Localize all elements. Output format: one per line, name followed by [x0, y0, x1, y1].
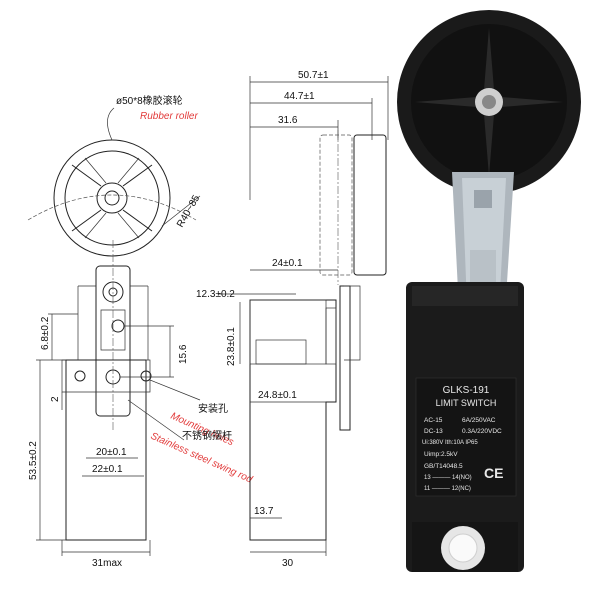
- photo-terminals-no: 13 ——— 14(NO): [424, 475, 472, 481]
- dim-24-8: 24.8±0.1: [258, 390, 297, 401]
- photo-row2-a: DC-13: [424, 428, 443, 435]
- dim-31max: 31max: [92, 558, 122, 569]
- dim-13-7: 13.7: [254, 506, 274, 517]
- front-view: R40~85 ø50*8橡胶滚轮 Rubber roller 53.5±0.2 …: [27, 94, 254, 569]
- dim-31-6: 31.6: [278, 115, 298, 126]
- side-view: 50.7±1 44.7±1 31.6 24±0.1 12.3±0.2 23.8±…: [196, 70, 389, 569]
- roller-leader: [107, 107, 115, 141]
- photo-row4: Uimp:2.5kV: [424, 451, 458, 458]
- radius-arc: [27, 194, 197, 221]
- dim-2: 2: [50, 396, 61, 402]
- mounting-label-cn: 安装孔: [198, 402, 228, 415]
- photo-row2-b: 0.3A/220VDC: [462, 428, 502, 435]
- roller-label-en: Rubber roller: [140, 111, 198, 122]
- roller-side-alt: [319, 134, 353, 276]
- roller-label-cn: ø50*8橡胶滚轮: [116, 94, 183, 107]
- dim-50-7: 50.7±1: [298, 70, 329, 81]
- photo-row1-b: 6A/250VAC: [462, 417, 496, 424]
- rod-label-cn: 不锈钢摆杆: [182, 429, 232, 442]
- switch-housing: [65, 359, 147, 541]
- roller-side: [353, 134, 387, 276]
- photo-model: GLKS-191: [443, 385, 490, 396]
- ce-mark: CE: [484, 465, 503, 481]
- radius-leader: [161, 195, 201, 227]
- mounting-hole-left: [74, 370, 86, 382]
- roller-wheel: [53, 139, 171, 257]
- dim-44-7: 44.7±1: [284, 91, 315, 102]
- dim-22: 22±0.1: [92, 464, 123, 475]
- photo-row3: Ui:380V Ith:10A IP65: [422, 440, 478, 446]
- photo-row1-a: AC-15: [424, 417, 443, 424]
- dim-53-5: 53.5±0.2: [28, 441, 39, 480]
- photo-row5: GB/T14048.5: [424, 463, 463, 470]
- dim-23-8: 23.8±0.1: [226, 327, 237, 366]
- lever-side: [339, 285, 351, 431]
- dim-6-8: 6.8±0.2: [40, 316, 51, 350]
- body-side: [249, 299, 337, 541]
- mounting-hole-right: [140, 370, 152, 382]
- dim-24: 24±0.1: [272, 258, 303, 269]
- photo-name: LIMIT SWITCH: [436, 398, 497, 408]
- product-photo: GLKS-191 LIMIT SWITCH AC-15 6A/250VAC DC…: [397, 10, 581, 572]
- dim-30: 30: [282, 558, 294, 569]
- dim-15-6: 15.6: [178, 344, 189, 364]
- dim-20: 20±0.1: [96, 447, 127, 458]
- dim-12-3: 12.3±0.2: [196, 289, 235, 300]
- photo-terminals-nc: 11 ——— 12(NC): [424, 486, 471, 492]
